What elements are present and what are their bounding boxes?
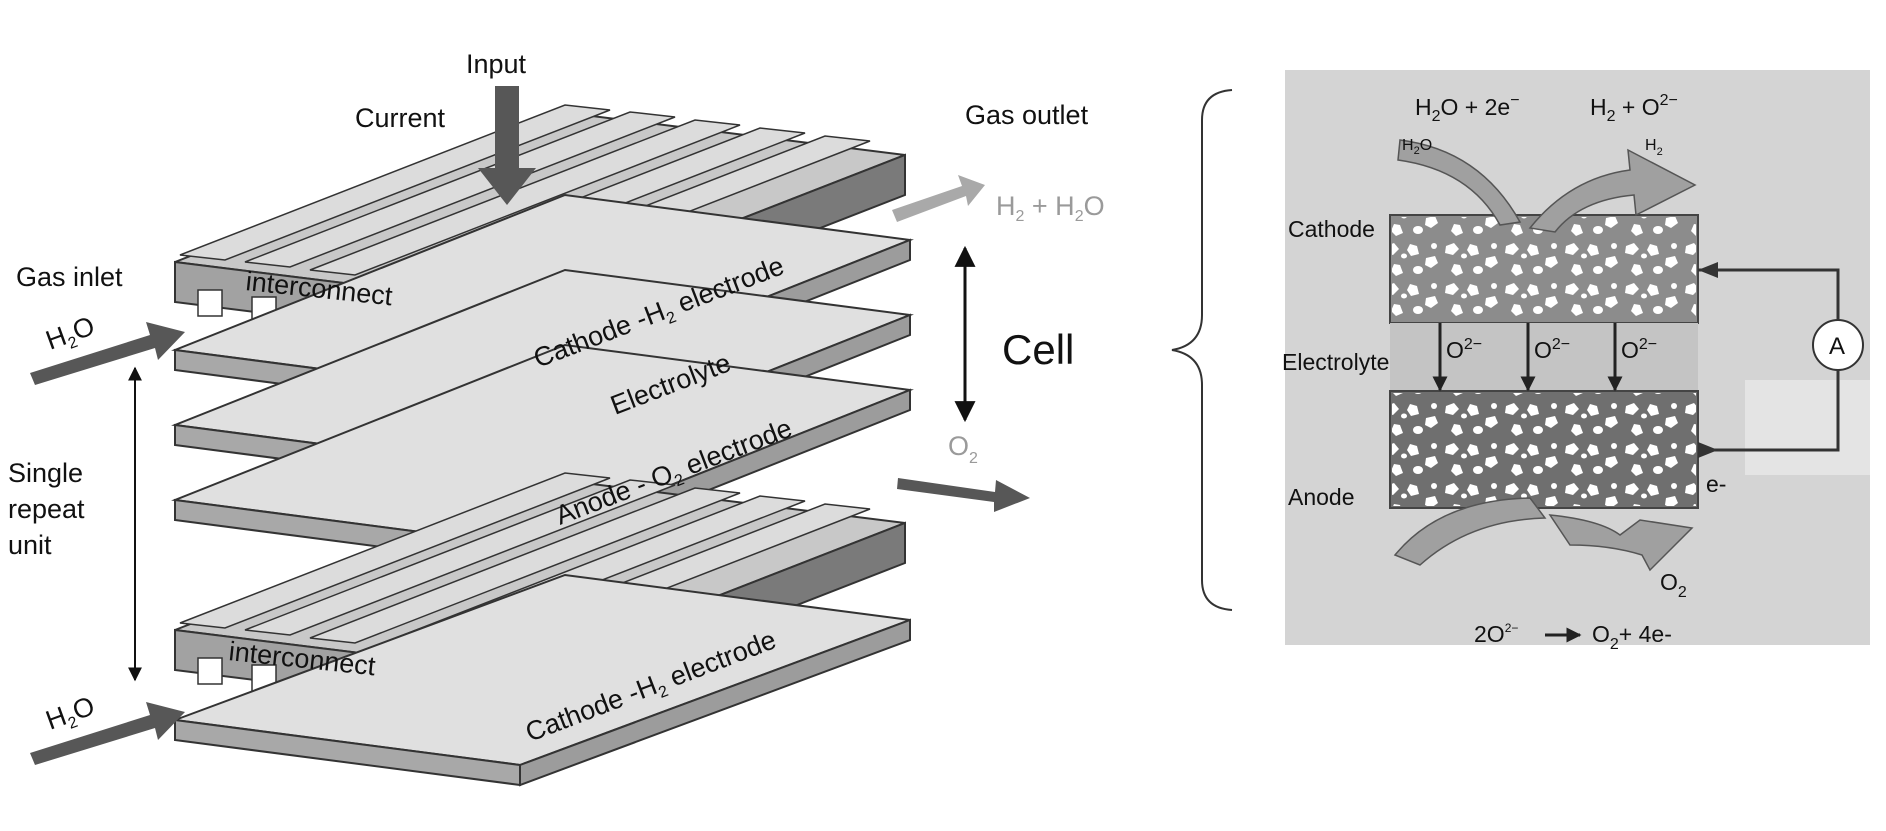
ion-label-2: O2− — [1534, 336, 1570, 363]
reaction-bottom-left: 2O2− — [1474, 621, 1518, 647]
reaction-top-left: H2O + 2e− — [1415, 92, 1520, 125]
cell-stack: Input Current Gas outlet Gas inlet H2 + … — [8, 49, 1105, 787]
bottom-cathode-plate — [174, 573, 911, 787]
anode-side-label: Anode — [1288, 484, 1355, 510]
h2o-inlet-arrow-bottom — [30, 702, 185, 765]
o2-outlet-label: O2 — [948, 431, 978, 467]
h2o-in-flow-arrow — [1397, 139, 1522, 226]
repeat-unit-line1: Single — [8, 458, 83, 488]
cell-detail-panel: A H2O + 2e− H2 + O2− H2O H2 Cathode Elec… — [1282, 70, 1870, 653]
inlet-h2o-bottom: H2O — [42, 691, 100, 740]
input-current-arrow — [478, 86, 536, 205]
electron-label: e- — [1706, 471, 1726, 497]
o2-outlet-arrow — [897, 478, 1030, 512]
h2-out-label: H2 — [1645, 137, 1663, 158]
cell-brace — [1171, 89, 1233, 611]
external-circuit-wire — [1698, 268, 1840, 452]
h2o-in-label: H2O — [1402, 137, 1432, 157]
ion-label-3: O2− — [1621, 336, 1657, 363]
cell-label: Cell — [1002, 326, 1074, 373]
current-label: Current — [355, 103, 446, 133]
ion-label-1: O2− — [1446, 336, 1482, 363]
input-label: Input — [466, 49, 527, 79]
h2-out-flow-arrow — [1528, 148, 1697, 233]
electrolyte-side-label: Electrolyte — [1282, 349, 1389, 375]
cathode-side-label: Cathode — [1288, 216, 1375, 242]
ammeter-label: A — [1829, 333, 1845, 360]
repeat-unit-line2: repeat — [8, 494, 85, 524]
reaction-top-right: H2 + O2− — [1590, 92, 1678, 125]
ammeter — [1812, 319, 1864, 371]
inlet-h2o-top: H2O — [42, 311, 100, 360]
gas-outlet-arrow — [892, 175, 985, 222]
reaction-bottom-right: O2+ 4e- — [1592, 621, 1672, 653]
repeat-unit-line3: unit — [8, 530, 52, 560]
anode-in-flow-arrow — [1393, 497, 1547, 566]
o2-out-flow-arrow — [1548, 514, 1694, 572]
o2-out-label: O2 — [1660, 569, 1687, 601]
outlet-gas-formula: H2 + H2O — [996, 191, 1105, 225]
h2o-inlet-arrow-top — [30, 322, 185, 385]
gas-outlet-label: Gas outlet — [965, 100, 1089, 130]
gas-inlet-label: Gas inlet — [16, 262, 123, 292]
